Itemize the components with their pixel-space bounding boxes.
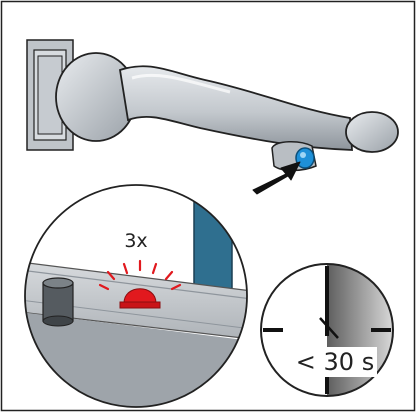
blink-count-label: 3x <box>124 230 147 252</box>
sensor-cylinder <box>42 277 74 327</box>
clock-hand-minor <box>319 317 339 339</box>
towel-arm <box>55 52 399 153</box>
press-arrow-icon <box>252 161 301 195</box>
reset-button <box>271 141 317 172</box>
time-limit-label: < 30 s <box>296 348 374 376</box>
led-red-icon <box>98 259 182 309</box>
